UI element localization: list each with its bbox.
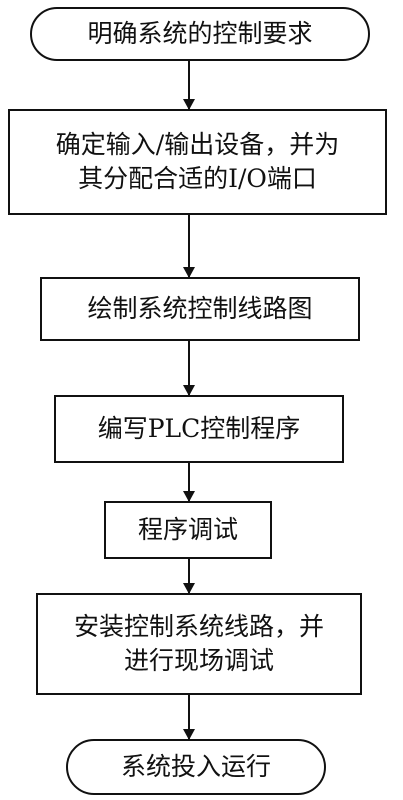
arrow-3	[183, 341, 195, 396]
step-1-label: 明确系统的控制要求	[87, 19, 313, 48]
end-terminal: 系统投入运行	[66, 739, 326, 795]
step-4-label: 编写PLC控制程序	[97, 414, 301, 443]
step-box-io-devices: 确定输入/输出设备，并为 其分配合适的I/O端口	[8, 109, 387, 215]
arrow-2	[183, 215, 195, 278]
step-2-label-line-2: 其分配合适的I/O端口	[78, 164, 317, 193]
step-box-program-debug: 程序调试	[104, 501, 272, 559]
step-6-label-line-1: 安装控制系统线路，并	[73, 612, 324, 641]
arrow-4	[183, 463, 195, 502]
start-terminal: 明确系统的控制要求	[30, 7, 370, 61]
step-6-label-line-2: 进行现场调试	[123, 646, 274, 675]
arrow-6	[183, 695, 195, 740]
step-3-label: 绘制系统控制线路图	[87, 294, 313, 323]
step-5-label: 程序调试	[137, 515, 238, 544]
step-2-label-line-1: 确定输入/输出设备，并为	[55, 130, 340, 159]
step-box-wiring-diagram: 绘制系统控制线路图	[40, 277, 360, 341]
step-box-plc-program: 编写PLC控制程序	[54, 395, 344, 463]
arrow-5	[183, 559, 195, 594]
arrow-1	[183, 61, 195, 110]
step-7-label: 系统投入运行	[120, 752, 271, 781]
step-box-install-commission: 安装控制系统线路，并 进行现场调试	[36, 593, 362, 695]
